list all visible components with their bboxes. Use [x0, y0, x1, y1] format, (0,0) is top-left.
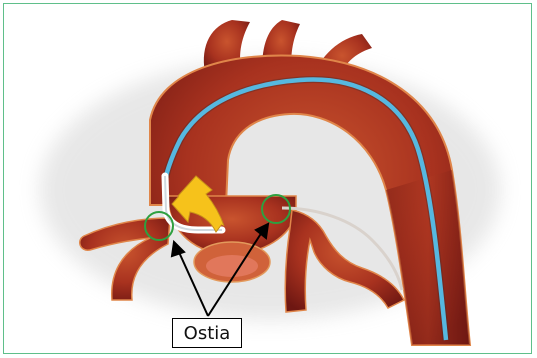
ostia-label: Ostia — [172, 318, 242, 348]
